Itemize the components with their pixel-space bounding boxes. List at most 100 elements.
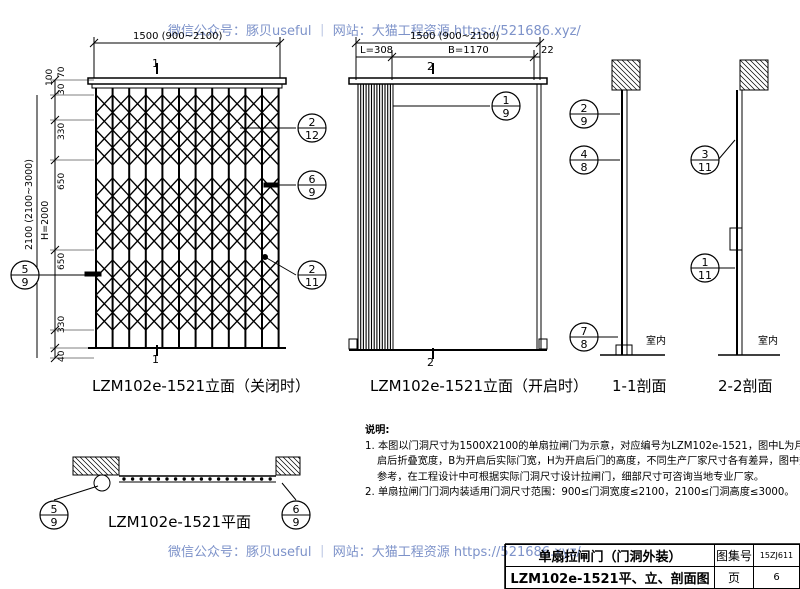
lattice-bar	[161, 259, 180, 278]
hatch-line	[611, 84, 618, 91]
section-1-interior-label: 室内	[646, 336, 666, 347]
notes-line: 启后折叠宽度，B为开启后实际门宽，H为开启后门的高度，不同生产厂家尺寸各有差异，…	[377, 456, 800, 467]
page-label: 页	[714, 566, 754, 589]
callout-detail-number: 6	[309, 173, 316, 186]
lattice-bar	[112, 277, 130, 296]
detail-callout: 48	[569, 145, 599, 175]
callout-sheet-number: 9	[22, 276, 29, 289]
closed-dim-650b: 650	[57, 252, 67, 270]
lattice-bar	[211, 231, 230, 251]
closed-dim-40: 40	[57, 350, 67, 362]
detail-callout: 311	[690, 145, 720, 175]
lattice-bar	[211, 195, 230, 215]
lattice-bar	[195, 177, 213, 197]
lattice-bar	[195, 294, 213, 313]
lattice-bar	[195, 195, 213, 215]
lattice-bar	[161, 129, 180, 148]
hatch-line	[739, 74, 756, 91]
lattice-bar	[95, 213, 114, 233]
lattice-bar	[161, 277, 180, 296]
lattice-bar	[178, 177, 197, 197]
lattice-bar	[261, 195, 280, 215]
callout-detail-number: 1	[702, 256, 709, 269]
lattice-bar	[112, 195, 130, 215]
hatch-line	[292, 456, 301, 465]
lattice-bar	[261, 213, 280, 233]
lattice-bar	[244, 312, 263, 331]
hatch-line	[759, 59, 769, 69]
lattice-bar	[112, 94, 130, 113]
callout-detail-number: 7	[581, 325, 588, 338]
lattice-bar	[261, 294, 280, 313]
hatch-line	[275, 459, 292, 476]
lattice-bar	[128, 259, 147, 278]
lattice-bar	[161, 94, 180, 113]
hatch-line	[611, 59, 641, 89]
callout-detail-number: 6	[293, 503, 300, 516]
hatch-line	[749, 59, 769, 79]
hatch-line	[297, 456, 301, 460]
plan-roller	[148, 477, 152, 481]
caption-section-1: 1-1剖面	[612, 377, 667, 395]
detail-callout: 69	[281, 500, 311, 530]
callout-sheet-number: 9	[581, 115, 588, 128]
detail-callout: 19	[491, 91, 521, 121]
hatch-line	[275, 464, 287, 476]
hatch-line	[89, 456, 109, 476]
lattice-bar	[211, 277, 230, 296]
lattice-bar	[244, 129, 263, 148]
lattice-bar	[128, 94, 147, 113]
lattice-bar	[145, 112, 163, 131]
lattice-bar	[95, 129, 114, 148]
lattice-bar	[228, 94, 246, 113]
title-block-line2: LZM102e-1521平、立、剖面图	[505, 566, 715, 589]
hatch-line	[621, 59, 641, 79]
lattice-bar	[112, 231, 130, 251]
lattice-bar	[145, 294, 163, 313]
lattice-bar	[228, 294, 246, 313]
notes-line: 参考，在工程设计中可根据实际门洞尺寸设计拉闸门，细部尺寸可咨询当地专业厂家。	[377, 471, 765, 483]
lattice-bar	[145, 147, 163, 166]
lattice-bar	[95, 147, 114, 166]
lattice-bar	[211, 294, 230, 313]
callout-detail-number: 5	[51, 503, 58, 516]
hatch-line	[72, 464, 84, 476]
lattice-bar	[211, 177, 230, 197]
lattice-bar	[228, 277, 246, 296]
lattice-bar	[261, 112, 280, 131]
lattice-bar	[178, 277, 197, 296]
lattice-bar	[244, 213, 263, 233]
lattice-bar	[95, 277, 114, 296]
section-2-interior-label: 室内	[758, 336, 778, 347]
plan-roller	[234, 477, 238, 481]
lattice-bar	[211, 147, 230, 166]
detail-callout: 78	[569, 322, 599, 352]
lattice-bar	[244, 277, 263, 296]
lattice-bar	[128, 147, 147, 166]
lattice-bar	[95, 231, 114, 251]
lattice-bar	[112, 294, 130, 313]
lattice-bar	[195, 231, 213, 251]
hatch-line	[636, 59, 641, 64]
lattice-bar	[228, 213, 246, 233]
lattice-bar	[161, 294, 180, 313]
hatch-line	[282, 456, 301, 475]
callout-sheet-number: 8	[581, 161, 588, 174]
notes-line: 1. 本图以门洞尺寸为1500X2100的单扇拉闸门为示意，对应编号为LZM10…	[365, 440, 800, 452]
lattice-bar	[244, 195, 263, 215]
lattice-bar	[178, 259, 197, 278]
lattice-bar	[112, 147, 130, 166]
callout-sheet-number: 9	[503, 107, 510, 120]
lattice-bar	[161, 312, 180, 331]
watermark-bottom: 微信公众号：豚贝useful ｜ 网站：大猫工程资源 https://52168…	[168, 545, 581, 560]
plan-roller	[122, 477, 126, 481]
lattice-bar	[112, 112, 130, 131]
lattice-bar	[112, 259, 130, 278]
plan-roller	[208, 477, 212, 481]
lattice-bar	[145, 129, 163, 148]
callout-detail-number: 4	[581, 148, 588, 161]
plan-roller	[225, 477, 229, 481]
lattice-bar	[178, 147, 197, 166]
hatch-line	[79, 456, 99, 476]
